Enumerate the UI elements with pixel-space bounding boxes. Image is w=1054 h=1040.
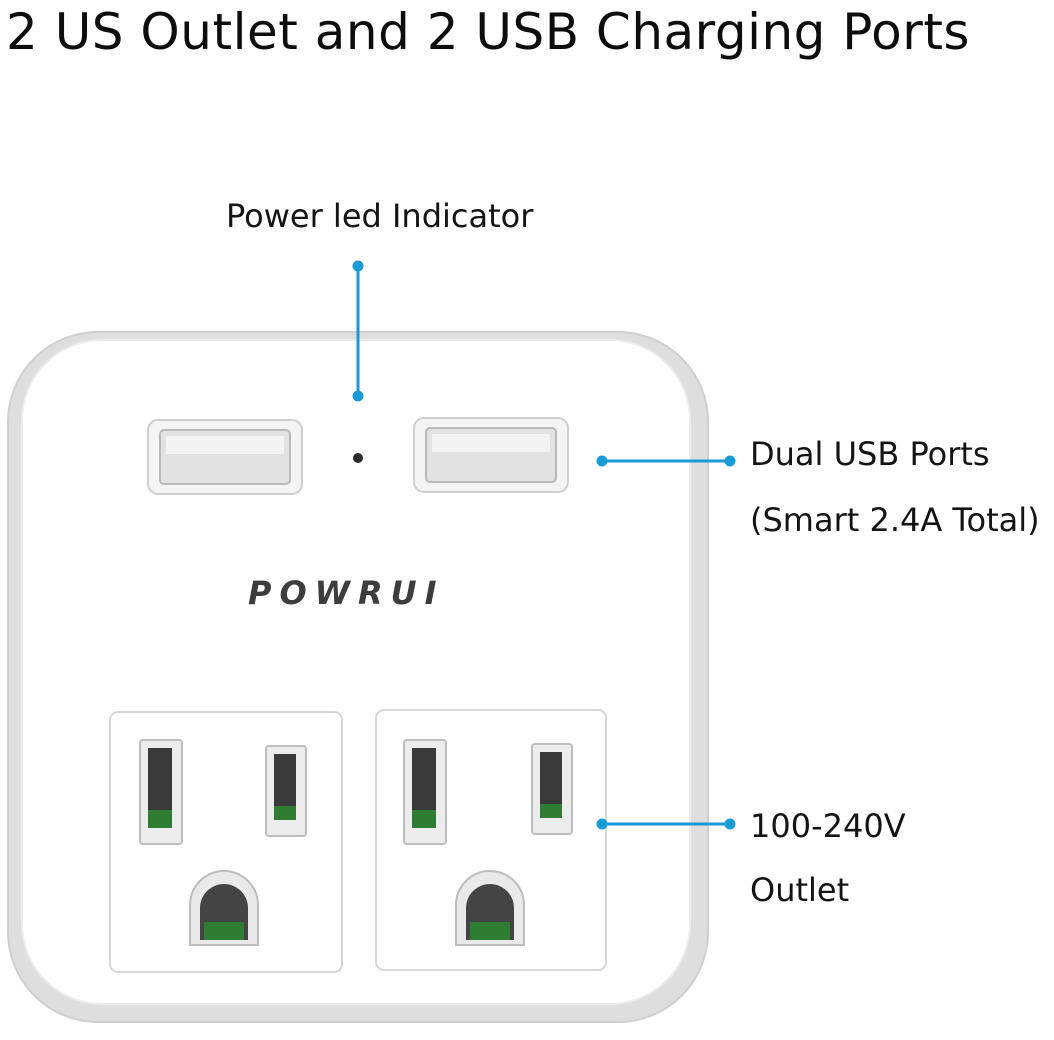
callout-outlet-sublabel: Outlet [750,871,850,909]
callout-outlet-label: 100-240V [750,807,906,845]
power-led [353,453,363,463]
usb-port-left [147,419,303,495]
usb-port-right [413,417,569,493]
ac-outlet-left [109,711,343,973]
callout-led-line [352,260,364,402]
callout-usb-line [596,455,736,467]
headline: 2 US Outlet and 2 USB Charging Ports [6,3,970,61]
callout-led-label: Power led Indicator [226,197,534,235]
brand-logo: POWRUI [248,574,445,612]
callout-usb-label: Dual USB Ports [750,435,990,473]
callout-usb-sublabel: (Smart 2.4A Total) [750,501,1040,539]
ac-outlet-right [375,709,607,971]
callout-outlet-line [596,818,736,830]
